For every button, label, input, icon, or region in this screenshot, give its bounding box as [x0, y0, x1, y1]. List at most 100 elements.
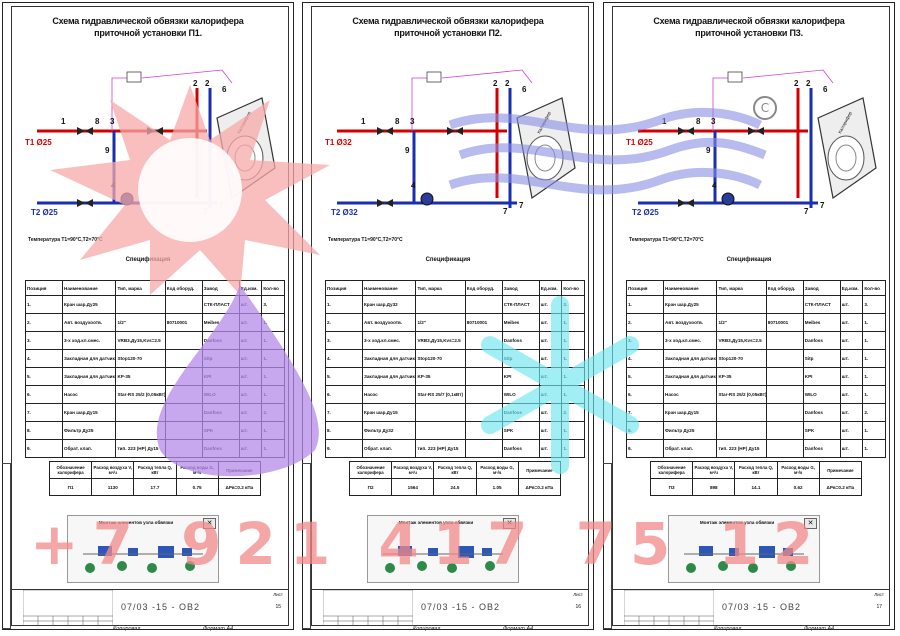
spec-cell: 1/2": [415, 313, 466, 332]
summary-header-cell: Расход тепла Q, кВт: [133, 461, 177, 479]
close-icon[interactable]: ✕: [203, 518, 216, 529]
spec-cell: [164, 349, 203, 368]
spec-header-cell: Позиция: [25, 280, 63, 296]
close-icon[interactable]: ✕: [804, 518, 817, 529]
sheet-frame: [612, 6, 890, 626]
summary-header-cell: Примечание: [517, 461, 562, 479]
summary-cell: 24.5: [433, 478, 477, 496]
spec-cell: 2.: [25, 313, 63, 332]
mount-thumbnail[interactable]: Монтаж элементов узла обвязки ✕: [367, 515, 519, 583]
spec-cell: Закладная для датчика: [662, 349, 718, 368]
title-block-grid: [323, 590, 413, 626]
mount-thumbnail[interactable]: Монтаж элементов узла обвязки ✕: [67, 515, 219, 583]
spec-cell: шт.: [238, 295, 263, 314]
svg-text:2: 2: [205, 79, 210, 88]
spec-title: Спецификация: [726, 257, 772, 263]
spec-cell: Кран шар.Ду15: [662, 403, 718, 422]
spec-cell: Кран шар.Ду32: [361, 295, 417, 314]
spec-cell: Закладная для датчика: [61, 349, 117, 368]
svg-text:2: 2: [794, 79, 799, 88]
spec-cell: 8.: [325, 421, 363, 440]
spec-cell: 1.: [561, 313, 585, 332]
spec-cell: Авт. воздухоотв.: [662, 313, 718, 332]
sheet-number: 17: [876, 604, 882, 610]
spec-cell: 3-х ход.кл.смес.: [61, 331, 117, 350]
spec-cell: KP-35: [415, 367, 466, 386]
format-label: Формат A4: [203, 626, 234, 632]
spec-header-cell: Код оборуд.: [464, 280, 503, 296]
sheet-number: 16: [575, 604, 581, 610]
spec-cell: KP-35: [115, 367, 166, 386]
pump-icon: [721, 192, 735, 206]
spec-cell: шт.: [839, 439, 864, 458]
spec-cell: 1.: [862, 331, 886, 350]
summary-header-cell: Расход тепла Q, кВт: [734, 461, 778, 479]
close-icon[interactable]: ✕: [503, 518, 516, 529]
svg-text:7: 7: [503, 207, 508, 216]
spec-cell: шт.: [538, 385, 563, 404]
spec-cell: Danfoss: [802, 331, 841, 350]
spec-cell: шт.: [839, 385, 864, 404]
spec-cell: Danfoss: [802, 403, 841, 422]
spec-cell: шт.: [238, 349, 263, 368]
spec-header-cell: Кол-во: [862, 280, 886, 296]
spec-cell: Авт. воздухоотв.: [61, 313, 117, 332]
summary-cell: 17.7: [133, 478, 177, 496]
spec-title: Спецификация: [425, 257, 471, 263]
spec-cell: Meibes: [501, 313, 540, 332]
spec-cell: [464, 403, 503, 422]
spec-cell: 4.: [325, 349, 363, 368]
spec-cell: Meibes: [802, 313, 841, 332]
supply-pipe: [638, 88, 808, 198]
mount-thumbnail[interactable]: Монтаж элементов узла обвязки ✕: [668, 515, 820, 583]
spec-cell: [115, 403, 166, 422]
fittings-illustration: [383, 546, 503, 573]
spec-cell: 80710001: [464, 313, 503, 332]
spec-cell: 1.: [561, 385, 585, 404]
spec-cell: Danfoss: [802, 439, 841, 458]
title-block: 07/03 -15 - ОВ2 Лист 16: [311, 589, 589, 626]
svg-text:4: 4: [712, 181, 717, 190]
spec-cell: СТК-ПЛАСТ: [501, 295, 540, 314]
spec-cell: [464, 295, 503, 314]
spec-cell: Фильтр Ду25: [662, 421, 718, 440]
spec-cell: [464, 331, 503, 350]
spec-cell: шт.: [839, 313, 864, 332]
spec-cell: [765, 439, 804, 458]
spec-cell: 1/2": [716, 313, 767, 332]
spec-cell: [164, 295, 203, 314]
valve-icons: [377, 127, 463, 207]
supply-pipe: [337, 88, 507, 198]
spec-cell: шт.: [538, 367, 563, 386]
title-block-grid: [624, 590, 714, 626]
side-stamp: [2, 463, 11, 629]
copied-label: Копировал: [413, 626, 441, 632]
spec-cell: Авт. воздухоотв.: [361, 313, 417, 332]
spec-cell: шт.: [538, 421, 563, 440]
temperature-note: Температура T1=90°C,T2=70°C: [328, 237, 403, 243]
spec-cell: 1.: [261, 349, 285, 368]
spec-cell: SPK: [802, 421, 841, 440]
spec-cell: 9.: [626, 439, 664, 458]
spec-cell: Meibes: [201, 313, 240, 332]
spec-cell: [415, 403, 466, 422]
spec-cell: [464, 439, 503, 458]
spec-header-cell: Завод: [501, 280, 540, 296]
spec-cell: 3.: [626, 331, 664, 350]
spec-cell: 2.: [261, 403, 285, 422]
